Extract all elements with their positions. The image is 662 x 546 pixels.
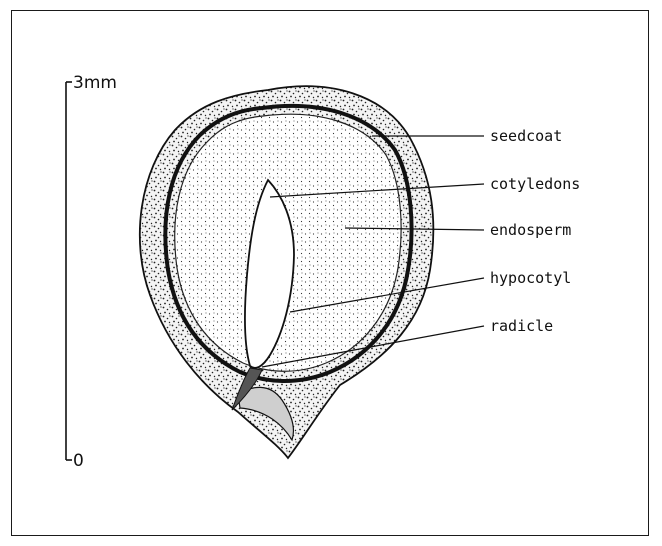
scale-top-label: 3mm: [73, 73, 117, 93]
label-seedcoat: seedcoat: [490, 127, 562, 145]
label-hypocotyl: hypocotyl: [490, 269, 571, 287]
label-endosperm: endosperm: [490, 221, 571, 239]
label-radicle: radicle: [490, 317, 553, 335]
label-cotyledons: cotyledons: [490, 175, 580, 193]
scale-bottom-label: 0: [73, 451, 84, 471]
scale-bar: 3mm 0: [66, 73, 117, 471]
